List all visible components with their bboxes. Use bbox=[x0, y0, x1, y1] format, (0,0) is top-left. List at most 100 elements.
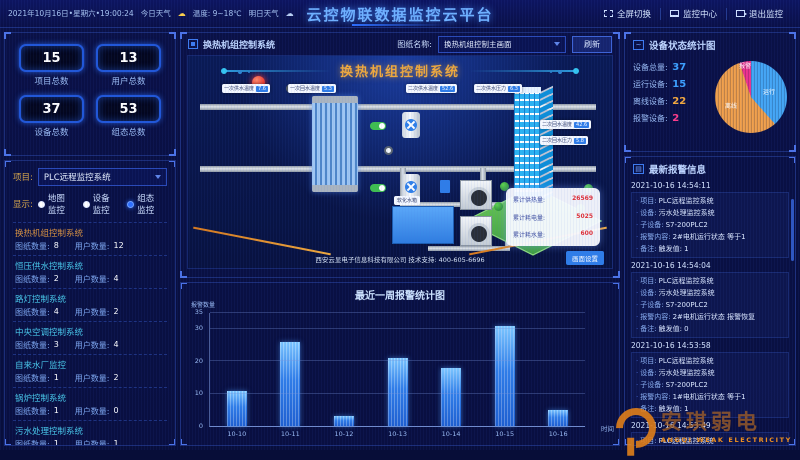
chart-title: 最近一周报警统计图 bbox=[355, 291, 445, 302]
gridline bbox=[210, 328, 585, 330]
alarm-details: ·项目: PLC远程监控系统·设备: 污水处理监控系统·子设备: S7-200P… bbox=[631, 352, 789, 418]
screen-settings-button[interactable]: 画面设置 bbox=[566, 251, 604, 265]
radio-device-monitor[interactable]: 设备监控 bbox=[82, 192, 116, 216]
stat-projects-value: 15 bbox=[19, 44, 84, 72]
alarm-entry[interactable]: 2021-10-16 14:53:49·项目: PLC远程监控系统·设备: 污水… bbox=[631, 421, 789, 445]
system-name: 中央空调控制系统 bbox=[15, 328, 84, 338]
corner-decoration bbox=[169, 439, 175, 445]
pump-1-switch[interactable] bbox=[370, 122, 386, 130]
project-label: 项目: bbox=[13, 173, 33, 183]
alarm-field-row: ·备注: 触发值: 1 bbox=[636, 244, 784, 254]
fullscreen-toggle-button[interactable]: 全屏切换 bbox=[595, 8, 660, 20]
alarm-count-bar bbox=[494, 325, 515, 426]
corner-decoration bbox=[624, 32, 631, 39]
alarm-field-label: 子设备: bbox=[640, 221, 664, 229]
sensor-name: 二次回水温度 bbox=[542, 122, 573, 128]
corner-decoration bbox=[169, 161, 175, 167]
radio-map-monitor[interactable]: 地图监控 bbox=[37, 192, 71, 216]
bar-column: 10-16 bbox=[531, 313, 585, 438]
drawing-count-label: 图纸数量: bbox=[15, 374, 50, 383]
device-stats: 设备总量: 37 运行设备: 15 离线设备: 22 报警设备: bbox=[633, 57, 709, 137]
bullet-icon: · bbox=[636, 221, 639, 229]
total-power-row: 累计耗电量: 5025 bbox=[513, 213, 593, 222]
total-power-value: 5025 bbox=[576, 212, 593, 220]
alarm-field-row: ·子设备: S7-200PLC2 bbox=[636, 220, 784, 230]
alarm-field-label: 设备: bbox=[640, 209, 657, 217]
building-roof bbox=[514, 87, 541, 93]
supply-pipe bbox=[200, 104, 596, 110]
radio-device-label: 设备监控 bbox=[92, 194, 110, 216]
latest-alarms-panel: ▤ 最新报警信息 2021-10-16 14:54:11·项目: PLC远程监控… bbox=[624, 156, 796, 446]
alarm-entry[interactable]: 2021-10-16 14:53:58·项目: PLC远程监控系统·设备: 污水… bbox=[631, 341, 789, 418]
alarm-field-row: ·备注: 触发值: 1 bbox=[636, 404, 784, 414]
bullet-icon: · bbox=[636, 437, 639, 445]
alarm-entry[interactable]: 2021-10-16 14:54:04·项目: PLC远程监控系统·设备: 污水… bbox=[631, 261, 789, 338]
makeup-pump-1 bbox=[460, 180, 492, 210]
drawing-count-label: 图纸数量: bbox=[15, 341, 50, 350]
alarm-field-row: ·报警内容: 2#电机运行状态 等于1 bbox=[636, 232, 784, 242]
exit-monitor-button[interactable]: 退出监控 bbox=[725, 7, 792, 20]
alarm-field-value: 污水处理监控系统 bbox=[658, 209, 715, 217]
alarm-field-row: ·项目: PLC远程监控系统 bbox=[636, 276, 784, 286]
project-select[interactable]: PLC远程监控系统 bbox=[37, 168, 167, 186]
user-count-value: 12 bbox=[113, 241, 124, 250]
radio-icon bbox=[127, 200, 135, 208]
alarm-field-value: 污水处理监控系统 bbox=[658, 369, 715, 377]
center-column: 换热机组控制系统 图纸名称: 换热机组控制主画面 刷新 换热机组控制系统 bbox=[180, 32, 620, 446]
bullet-icon: · bbox=[636, 393, 639, 401]
device-running-value: 15 bbox=[672, 79, 687, 90]
alarm-field-label: 报警内容: bbox=[640, 313, 671, 321]
diagram-title-row: 换热机组控制系统 bbox=[188, 61, 612, 80]
x-axis-tick-label: 10-12 bbox=[334, 430, 354, 438]
alarm-field-label: 项目: bbox=[640, 197, 657, 205]
pressure-gauge bbox=[384, 146, 393, 155]
drawing-count-value: 1 bbox=[53, 406, 59, 415]
sensor-value: 7.6 bbox=[256, 85, 268, 92]
monitor-center-button[interactable]: 监控中心 bbox=[659, 7, 726, 20]
scada-controls: 图纸名称: 换热机组控制主画面 刷新 bbox=[397, 35, 612, 53]
valve-icon bbox=[440, 180, 450, 193]
bullet-icon: · bbox=[636, 357, 639, 365]
corner-decoration bbox=[180, 271, 187, 278]
radio-config-monitor[interactable]: 组态监控 bbox=[127, 192, 160, 216]
alarm-field-row: ·设备: 污水处理监控系统 bbox=[636, 288, 784, 298]
sensor-value: 42.6 bbox=[574, 121, 590, 128]
alarm-field-value: PLC远程监控系统 bbox=[658, 437, 714, 445]
corner-decoration bbox=[613, 271, 620, 278]
pump-2-switch[interactable] bbox=[370, 184, 386, 192]
corner-decoration bbox=[4, 32, 11, 39]
pipe-horizontal bbox=[400, 202, 510, 207]
alarm-entry[interactable]: 2021-10-16 14:54:11·项目: PLC远程监控系统·设备: 污水… bbox=[631, 181, 789, 258]
alarm-field-label: 备注: bbox=[640, 325, 657, 333]
y-axis-tick-label: 35 bbox=[194, 308, 203, 316]
device-offline-label: 离线设备: bbox=[633, 97, 668, 106]
alarm-field-value: 触发值: 1 bbox=[658, 245, 689, 253]
scrollbar-thumb[interactable] bbox=[791, 199, 794, 261]
alarm-field-row: ·子设备: S7-200PLC2 bbox=[636, 380, 784, 390]
user-count-label: 用户数量: bbox=[74, 308, 110, 317]
refresh-button[interactable]: 刷新 bbox=[572, 35, 612, 53]
drawing-count-value: 3 bbox=[53, 340, 59, 349]
drawing-select[interactable]: 换热机组控制主画面 bbox=[438, 35, 566, 53]
alarm-field-label: 备注: bbox=[640, 245, 657, 253]
sensor-value: 52.6 bbox=[440, 85, 456, 92]
scada-header: 换热机组控制系统 图纸名称: 换热机组控制主画面 刷新 bbox=[181, 33, 619, 55]
corner-decoration bbox=[624, 145, 631, 152]
device-panel-title: 设备状态统计图 bbox=[649, 41, 716, 52]
sensor-name: 一次回水温度 bbox=[290, 86, 321, 92]
device-panel-header: ~ 设备状态统计图 bbox=[625, 33, 795, 54]
